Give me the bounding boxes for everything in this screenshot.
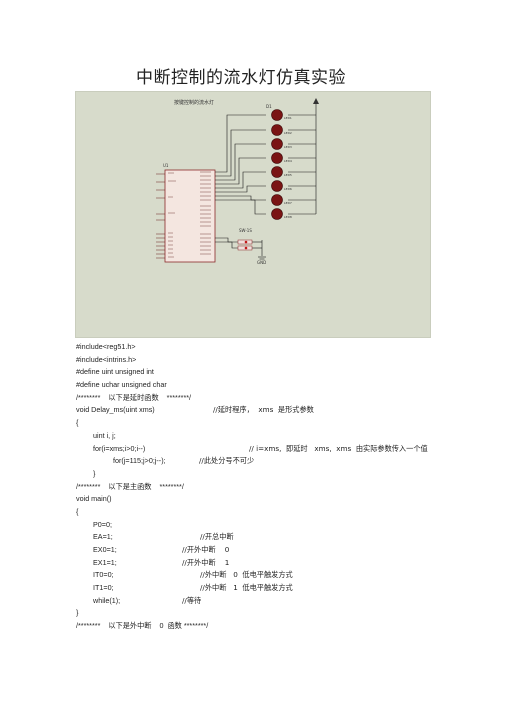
led-1 bbox=[271, 109, 283, 121]
ground-symbol-icon bbox=[258, 256, 266, 260]
code-line: #define uchar unsigned char bbox=[76, 380, 167, 390]
code-comment: // i=xms, 即延时 xms, xms 由实际参数传入一个值 bbox=[249, 443, 428, 453]
chip-pin-labels bbox=[168, 171, 211, 258]
code-line: uint i, j; bbox=[93, 430, 116, 440]
code-line: #include<reg51.h> bbox=[76, 342, 136, 351]
code-line: #include<intrins.h> bbox=[76, 354, 137, 364]
code-text: EA=1; bbox=[93, 532, 113, 542]
button-1-indicator bbox=[244, 240, 248, 244]
code-comment: //外中断 1 低电平触发方式 bbox=[200, 583, 293, 593]
led-label-7: LED7 bbox=[284, 201, 292, 205]
chip-pins bbox=[156, 173, 165, 259]
push-buttons bbox=[237, 239, 253, 251]
code-comment-line: /******** 以下是主函数 ********/ bbox=[76, 481, 184, 491]
led-4 bbox=[271, 152, 283, 164]
code-text: EX1=1; bbox=[93, 557, 117, 567]
led-label-3: LED3 bbox=[284, 145, 292, 149]
code-comment: //开外中断 1 bbox=[182, 557, 230, 567]
led-7 bbox=[271, 194, 283, 206]
page-title: 中断控制的流水灯仿真实验 bbox=[136, 68, 346, 88]
code-comment: //开外中断 0 bbox=[182, 545, 230, 554]
wiring bbox=[215, 104, 317, 256]
code-line: IT0=0; //外中断 0 低电平触发方式 bbox=[76, 569, 496, 582]
code-text: for(i=xms;i>0;i--) bbox=[93, 443, 146, 453]
switch-label: SW-1S bbox=[239, 228, 252, 233]
code-line: #define uint unsigned int bbox=[76, 367, 154, 377]
schematic-drawing: 按键控制的流水灯 U1 D1 SW-1S GND bbox=[156, 98, 319, 265]
code-line: IT1=0; //外中断 1 低电平触发方式 bbox=[76, 582, 496, 595]
led-6 bbox=[271, 180, 283, 192]
code-line: for(j=115;j>0;j--); //此处分号不可少 bbox=[76, 455, 496, 468]
code-text: for(j=115;j>0;j--); bbox=[113, 456, 166, 466]
led-8 bbox=[271, 208, 283, 220]
led-label-6: LED6 bbox=[284, 187, 292, 191]
code-line: void main() bbox=[76, 494, 112, 504]
led-label-1: LED1 bbox=[284, 116, 292, 120]
code-line: EA=1; //开总中断 bbox=[76, 531, 496, 544]
code-line: { bbox=[76, 506, 79, 516]
code-line: EX0=1; //开外中断 0 bbox=[76, 544, 496, 557]
code-text: EX0=1; bbox=[93, 545, 117, 554]
code-comment: //开总中断 bbox=[200, 532, 234, 542]
code-comment: //外中断 0 低电平触发方式 bbox=[200, 570, 293, 580]
bus-label: D1 bbox=[266, 104, 272, 109]
code-text: while(1); bbox=[93, 595, 121, 605]
code-comment: //延时程序， xms 是形式参数 bbox=[213, 405, 314, 415]
code-line: while(1); //等待 bbox=[76, 595, 496, 608]
code-line: EX1=1; //开外中断 1 bbox=[76, 557, 496, 570]
code-comment: //等待 bbox=[182, 595, 202, 605]
led-3 bbox=[271, 138, 283, 150]
code-text: IT1=0; bbox=[93, 583, 114, 593]
button-2-indicator bbox=[244, 246, 248, 250]
code-text: IT0=0; bbox=[93, 570, 114, 580]
led-label-5: LED5 bbox=[284, 173, 292, 177]
led-label-2: LED2 bbox=[284, 131, 292, 135]
code-line: { bbox=[76, 418, 79, 428]
led-5 bbox=[271, 166, 283, 178]
code-comment-line: /******** 以下是外中断 0 函数 ********/ bbox=[76, 621, 209, 631]
schematic-caption: 按键控制的流水灯 bbox=[174, 99, 214, 106]
led-2 bbox=[271, 124, 283, 136]
ground-label: GND bbox=[257, 260, 266, 265]
code-line: } bbox=[76, 608, 79, 618]
led-label-4: LED4 bbox=[284, 159, 292, 163]
code-line: void Delay_ms(uint xms) //延时程序， xms 是形式参数 bbox=[76, 404, 496, 417]
microcontroller-chip bbox=[164, 169, 216, 263]
led-label-8: LED8 bbox=[284, 215, 292, 219]
code-line: for(i=xms;i>0;i--) // i=xms, 即延时 xms, xms… bbox=[76, 443, 496, 456]
code-listing: #include<reg51.h> #include<intrins.h> #d… bbox=[76, 341, 496, 633]
code-line: P0=0; bbox=[93, 519, 112, 529]
chip-label: U1 bbox=[163, 163, 169, 168]
led-array: LED1 LED2 LED3 LED4 LED5 LED6 LED7 LED8 bbox=[271, 109, 292, 220]
code-comment-line: /******** 以下是延时函数 ********/ bbox=[76, 392, 192, 402]
code-comment: //此处分号不可少 bbox=[199, 456, 255, 466]
power-terminal-icon bbox=[313, 98, 319, 104]
code-text: void Delay_ms(uint xms) bbox=[76, 405, 155, 415]
circuit-schematic: 按键控制的流水灯 U1 D1 SW-1S GND bbox=[75, 91, 431, 338]
code-line: } bbox=[93, 468, 96, 478]
